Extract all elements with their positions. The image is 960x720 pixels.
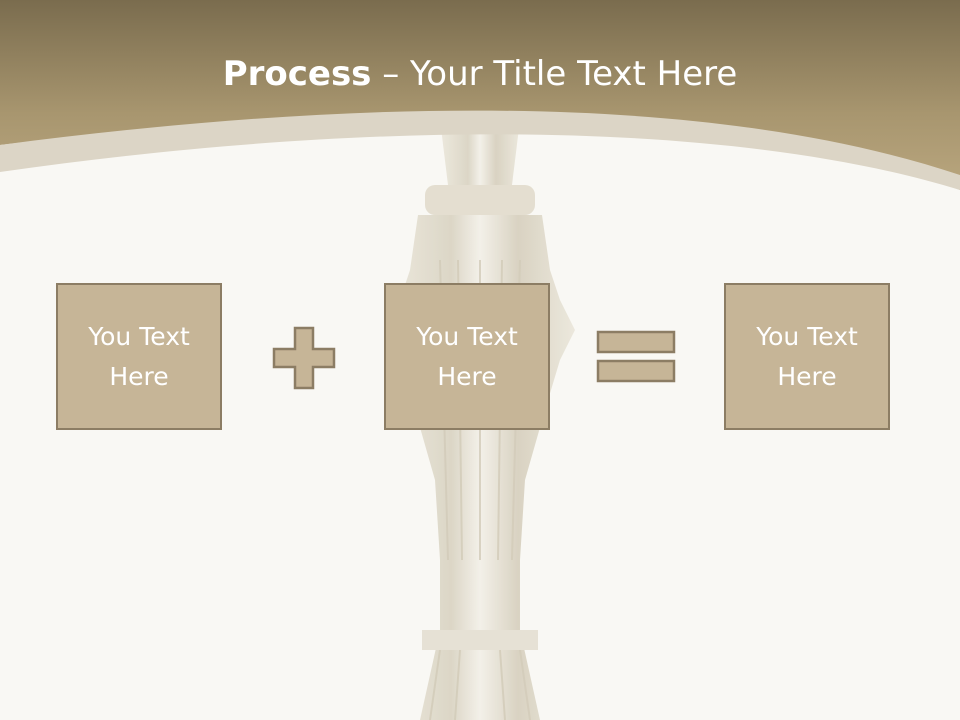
page-title: Process – Your Title Text Here xyxy=(0,52,960,96)
title-rest: – Your Title Text Here xyxy=(371,54,738,94)
process-box-2-text: You Text Here xyxy=(416,321,518,391)
process-box-1-text: You Text Here xyxy=(88,321,190,391)
title-bold: Process xyxy=(222,54,372,94)
process-box-3[interactable]: You Text Here xyxy=(724,283,890,430)
plus-icon xyxy=(272,326,336,390)
process-box-2[interactable]: You Text Here xyxy=(384,283,550,430)
process-box-3-text: You Text Here xyxy=(756,321,858,391)
process-box-1[interactable]: You Text Here xyxy=(56,283,222,430)
equals-icon xyxy=(596,330,676,383)
header-band xyxy=(0,0,960,190)
